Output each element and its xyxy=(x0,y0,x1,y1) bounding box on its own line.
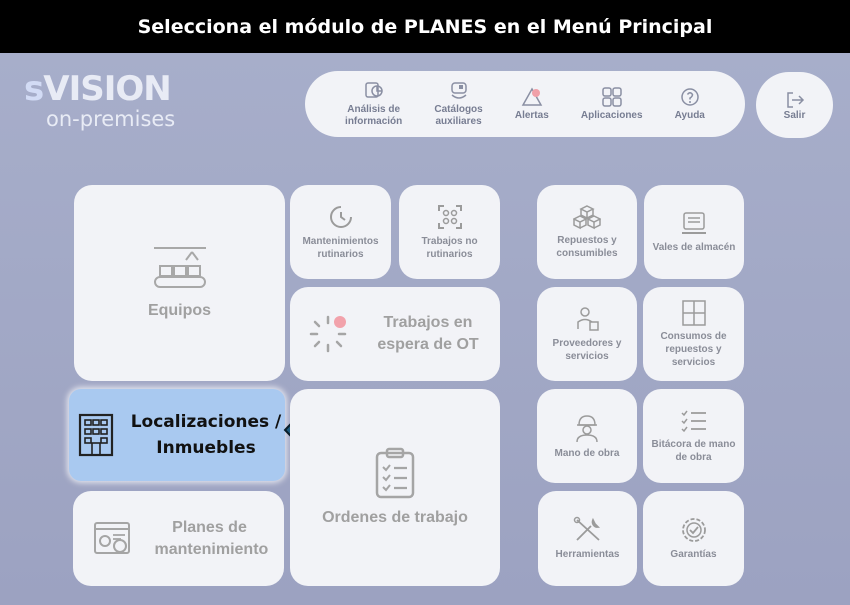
tools-icon xyxy=(573,516,600,541)
banner-text: Selecciona el módulo de PLANES en el Men… xyxy=(137,15,713,38)
tile-consumos-label: Consumos de repuestos y servicios xyxy=(660,330,727,368)
tile-trabajos-no-rutinarios[interactable]: Trabajos no rutinarios xyxy=(399,185,500,279)
apps-grid-icon xyxy=(601,86,622,107)
tile-bitacora[interactable]: Bitácora de mano de obra xyxy=(643,389,744,483)
clock-refresh-icon xyxy=(329,206,352,228)
tile-ordenes[interactable]: Ordenes de trabajo xyxy=(290,389,500,586)
top-item-catalogos-label: Catálogos auxiliares xyxy=(434,103,483,127)
instruction-banner: Selecciona el módulo de PLANES en el Men… xyxy=(0,0,850,53)
tile-localizaciones-label: Localizaciones / Inmuebles xyxy=(130,412,282,458)
tile-ordenes-label: Ordenes de trabajo xyxy=(322,508,468,526)
logo-sub-text: on-premises xyxy=(46,107,176,131)
tile-localizaciones[interactable]: Localizaciones / Inmuebles xyxy=(69,389,285,481)
conveyor-icon xyxy=(153,247,206,288)
catalog-icon xyxy=(450,81,467,99)
top-item-alertas-label: Alertas xyxy=(514,109,549,121)
top-item-ayuda[interactable]: Ayuda xyxy=(675,87,705,122)
top-menu-bar: Análisis de información Catálogos auxili… xyxy=(305,71,745,137)
top-item-analisis-label: Análisis de información xyxy=(345,103,403,127)
tile-mantenimientos-rutinarios[interactable]: Mantenimientos rutinarios xyxy=(290,185,391,279)
top-item-catalogos[interactable]: Catálogos auxiliares xyxy=(434,81,483,128)
gear-screen-icon xyxy=(93,521,130,554)
top-item-aplicaciones[interactable]: Aplicaciones xyxy=(580,86,643,122)
tile-mano-obra[interactable]: Mano de obra xyxy=(537,389,637,483)
hardhat-worker-icon xyxy=(576,414,598,442)
building-icon xyxy=(78,413,114,457)
tile-equipos[interactable]: Equipos xyxy=(74,185,285,381)
shelves-icon xyxy=(681,299,706,326)
tile-trabajos-espera-label: Trabajos en espera de OT xyxy=(377,314,479,353)
tile-planes-label: Planes de mantenimiento xyxy=(154,518,269,558)
receipt-computer-icon xyxy=(682,211,706,234)
tile-garantias-label: Garantías xyxy=(670,549,717,560)
tile-mano-obra-label: Mano de obra xyxy=(554,447,620,459)
help-icon xyxy=(681,87,699,106)
tile-equipos-label: Equipos xyxy=(147,302,212,319)
tile-repuestos-label: Repuestos y consumibles xyxy=(556,235,618,259)
logout-icon xyxy=(786,91,804,108)
tile-trabajos-espera[interactable]: Trabajos en espera de OT xyxy=(290,287,500,381)
logo-s: s xyxy=(24,69,44,109)
boxes-icon xyxy=(573,205,601,230)
worker-icon xyxy=(577,307,599,331)
tile-consumos[interactable]: Consumos de repuestos y servicios xyxy=(643,287,744,381)
tile-vales[interactable]: Vales de almacén xyxy=(644,185,744,279)
loading-spinner-icon xyxy=(309,315,347,353)
tile-bitacora-label: Bitácora de mano de obra xyxy=(651,439,736,463)
logout-label: Salir xyxy=(783,109,806,121)
top-item-analisis[interactable]: Análisis de información xyxy=(345,81,402,128)
logout-button[interactable]: Salir xyxy=(756,72,833,138)
tile-trabajos-no-label: Trabajos no rutinarios xyxy=(421,236,478,260)
scan-grid-icon xyxy=(437,205,462,229)
top-item-ayuda-label: Ayuda xyxy=(674,109,705,121)
tile-vales-label: Vales de almacén xyxy=(652,241,736,253)
alert-icon xyxy=(521,86,543,106)
tile-repuestos[interactable]: Repuestos y consumibles xyxy=(537,185,637,279)
top-item-aplicaciones-label: Aplicaciones xyxy=(580,109,643,121)
top-item-alertas[interactable]: Alertas xyxy=(514,86,549,122)
tile-garantias[interactable]: Garantías xyxy=(643,491,744,586)
tile-mantenimientos-label: Mantenimientos rutinarios xyxy=(302,236,379,260)
clipboard-icon xyxy=(375,447,415,498)
badge-check-icon xyxy=(681,518,706,542)
tile-herramientas-label: Herramientas xyxy=(555,549,620,560)
tile-proveedores[interactable]: Proveedores y servicios xyxy=(537,287,637,381)
tile-planes[interactable]: Planes de mantenimiento xyxy=(73,491,284,586)
tile-proveedores-label: Proveedores y servicios xyxy=(552,338,622,362)
checklist-icon xyxy=(680,410,706,433)
logo-main-text: VISION xyxy=(43,69,171,109)
chart-doc-icon xyxy=(364,81,383,98)
app-logo: sVISION on-premises xyxy=(24,70,204,140)
tile-herramientas[interactable]: Herramientas xyxy=(538,491,637,586)
